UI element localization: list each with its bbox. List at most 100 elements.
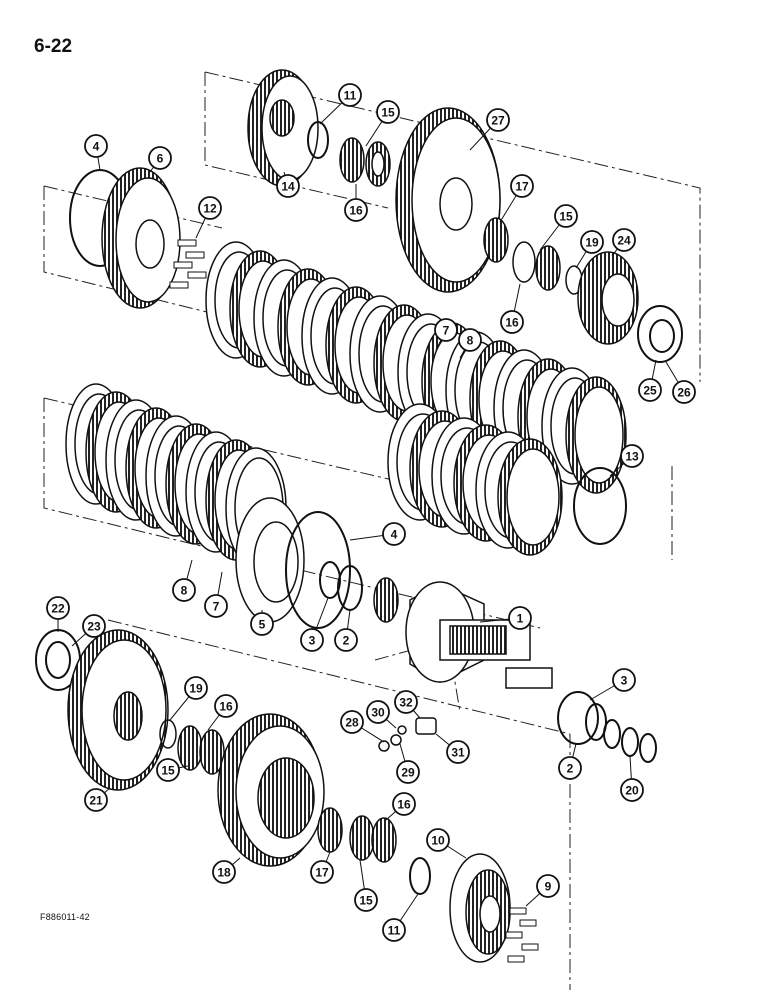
callout-number: 22 [51,602,65,616]
callout-circle [300,628,324,652]
callout-number: 8 [181,584,188,598]
callout-circle [558,756,582,780]
callout-circle [148,146,172,170]
part-callout-15: 15 [156,758,180,782]
piston-6 [101,167,181,309]
bearing-25-26 [637,305,683,363]
bearings-17-15-19-upper [483,217,583,295]
part-callout-3: 3 [612,668,636,692]
callout-circle [536,874,560,898]
part-callout-15: 15 [376,100,400,124]
part-callout-15: 15 [554,204,578,228]
drum-18 [217,713,325,867]
callout-number: 32 [399,696,413,710]
callout-circle [486,108,510,132]
part-callout-22: 22 [46,596,70,620]
callout-circle [508,606,532,630]
part-callout-2: 2 [334,628,358,652]
callout-number: 17 [315,866,329,880]
callout-number: 23 [87,620,101,634]
callout-number: 16 [349,204,363,218]
part-callout-7: 7 [434,318,458,342]
part-callout-9: 9 [536,874,560,898]
callout-number: 4 [391,528,398,542]
piston-5 [235,497,305,623]
callout-number: 15 [359,894,373,908]
clutch-disc-bore [574,386,624,484]
callout-circle [46,596,70,620]
callout-circle [500,310,524,334]
callout-circle [434,318,458,342]
part-callout-16: 16 [344,198,368,222]
part-callout-16: 16 [392,792,416,816]
callout-circle [172,578,196,602]
part-callout-21: 21 [84,788,108,812]
callout-number: 16 [219,700,233,714]
bearings-17-16-15-lower [317,807,397,863]
callout-circle [426,828,450,852]
callout-number: 28 [345,716,359,730]
callout-circle [212,860,236,884]
part-callout-4: 4 [84,134,108,158]
part-callout-13: 13 [620,444,644,468]
part-callout-2: 2 [558,756,582,780]
callout-circle [382,522,406,546]
callout-number: 3 [309,634,316,648]
clutch-discs-upper [205,241,627,494]
part-callout-15: 15 [354,888,378,912]
callout-circle [446,740,470,764]
callout-number: 12 [203,202,217,216]
callout-circle [198,196,222,220]
part-callout-16: 16 [500,310,524,334]
plate-hub-10 [449,853,511,963]
part-callout-1: 1 [508,606,532,630]
callout-number: 6 [157,152,164,166]
part-callout-29: 29 [396,760,420,784]
snap-ring-11-upper [307,121,329,159]
part-callout-19: 19 [580,230,604,254]
callout-number: 15 [559,210,573,224]
callout-circle [250,612,274,636]
part-callout-25: 25 [638,378,662,402]
part-callout-32: 32 [394,690,418,714]
plate-hub-14 [247,69,319,187]
part-callout-8: 8 [172,578,196,602]
callout-circle [458,328,482,352]
part-callout-3: 3 [300,628,324,652]
springs-9 [505,907,539,963]
callout-number: 1 [517,612,524,626]
callout-number: 11 [344,89,357,103]
part-callout-24: 24 [612,228,636,252]
part-callout-27: 27 [486,108,510,132]
callout-circle [334,628,358,652]
callout-circle [620,444,644,468]
part-callout-20: 20 [620,778,644,802]
bearings-19-16-15-lower [159,719,225,775]
callout-number: 20 [625,784,639,798]
callout-number: 29 [401,766,415,780]
callout-number: 2 [343,634,350,648]
callout-circle [554,204,578,228]
callout-circle [394,690,418,714]
gear-24 [577,251,639,345]
callout-number: 15 [161,764,175,778]
part-callout-30: 30 [366,700,390,724]
callout-circle [580,230,604,254]
clutch-disc-bore [506,448,560,546]
callout-number: 16 [505,316,519,330]
callout-number: 19 [189,682,203,696]
callout-circle [84,788,108,812]
figure-code: F886011-42 [40,912,90,922]
small-parts-28-32 [378,717,437,752]
part-callout-8: 8 [458,328,482,352]
part-callout-5: 5 [250,612,274,636]
part-callout-12: 12 [198,196,222,220]
callout-circle [214,694,238,718]
callout-number: 26 [677,386,691,400]
callout-number: 17 [515,180,529,194]
callout-number: 7 [443,324,450,338]
callout-number: 24 [617,234,631,248]
callout-number: 13 [625,450,639,464]
callout-number: 2 [567,762,574,776]
part-callout-23: 23 [82,614,106,638]
